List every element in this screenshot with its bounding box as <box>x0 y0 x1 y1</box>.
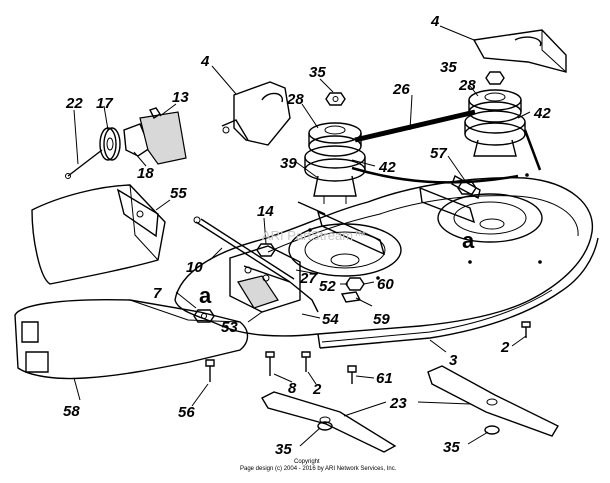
callout-54: 54 <box>322 311 339 328</box>
washer-59 <box>340 291 362 303</box>
blade-left <box>261 391 397 453</box>
callout-28-left: 28 <box>286 91 304 108</box>
idler-pulley-assembly <box>65 107 187 179</box>
callout-56: 56 <box>178 404 195 421</box>
belt-guard-left <box>221 81 291 146</box>
callout-27: 27 <box>299 270 317 287</box>
marker-a-left: a <box>199 283 212 308</box>
nut-57 <box>457 181 477 195</box>
leader-lines <box>73 25 531 447</box>
pivot-bracket <box>229 245 319 313</box>
callout-4-right: 4 <box>430 13 440 30</box>
callout-52: 52 <box>319 278 336 295</box>
callout-4-left: 4 <box>200 53 210 70</box>
callout-35-bottom-left: 35 <box>275 441 292 458</box>
nut-35-right <box>485 71 505 85</box>
callout-35-bottom-right: 35 <box>443 439 460 456</box>
bolt-2-center <box>301 351 311 372</box>
deck-brackets <box>297 174 481 256</box>
washer-35-bottom-right <box>484 425 500 435</box>
callout-35-right: 35 <box>440 59 457 76</box>
callout-61: 61 <box>376 370 393 387</box>
callout-58: 58 <box>63 403 80 420</box>
rod-10 <box>193 216 295 283</box>
nut-14 <box>256 243 276 257</box>
callout-53: 53 <box>221 319 238 336</box>
callouts: 4 4 35 35 26 28 28 22 17 13 18 42 42 39 … <box>63 13 551 458</box>
watermark: ARI PartStream™ <box>262 228 366 243</box>
nut-7 <box>193 309 215 323</box>
callout-2-center: 2 <box>312 381 322 398</box>
left-spindle-pulley <box>304 122 366 204</box>
callout-13: 13 <box>172 89 189 106</box>
callout-7: 7 <box>153 285 162 302</box>
bolt-56 <box>205 359 215 382</box>
nut-35-top <box>325 92 346 106</box>
copyright-line-2: Page design (c) 2004 - 2016 by ARI Netwo… <box>240 466 397 472</box>
callout-2-right: 2 <box>500 339 510 356</box>
callout-59: 59 <box>373 311 390 328</box>
mower-deck-housing <box>174 173 599 349</box>
callout-3: 3 <box>449 352 458 369</box>
callout-42-left: 42 <box>378 159 396 176</box>
side-bumper <box>14 298 249 380</box>
callout-60: 60 <box>377 276 394 293</box>
callout-42-right: 42 <box>533 105 551 122</box>
belt <box>351 109 542 184</box>
callout-55: 55 <box>170 185 187 202</box>
callout-23: 23 <box>389 395 407 412</box>
copyright-line-1: Copyright <box>294 459 320 465</box>
belt-guard-right <box>472 29 567 73</box>
nut-60 <box>345 277 365 291</box>
washer-35-bottom-left <box>317 421 333 431</box>
bolt-2-right <box>521 321 531 338</box>
callout-18: 18 <box>137 165 154 182</box>
callout-57: 57 <box>430 145 447 162</box>
bolt-61 <box>347 365 357 384</box>
callout-17: 17 <box>96 95 113 112</box>
discharge-chute <box>31 184 166 285</box>
callout-35-top: 35 <box>309 64 326 81</box>
callout-10: 10 <box>186 259 203 276</box>
blade-right <box>427 365 559 437</box>
callout-39: 39 <box>280 155 297 172</box>
callout-28-right: 28 <box>458 77 476 94</box>
callout-22: 22 <box>65 95 83 112</box>
callout-8: 8 <box>288 380 297 397</box>
bolt-8 <box>265 351 275 376</box>
marker-a-right: a <box>462 228 475 253</box>
callout-14: 14 <box>257 203 274 220</box>
callout-26: 26 <box>392 81 410 98</box>
right-spindle-pulley <box>464 89 526 157</box>
